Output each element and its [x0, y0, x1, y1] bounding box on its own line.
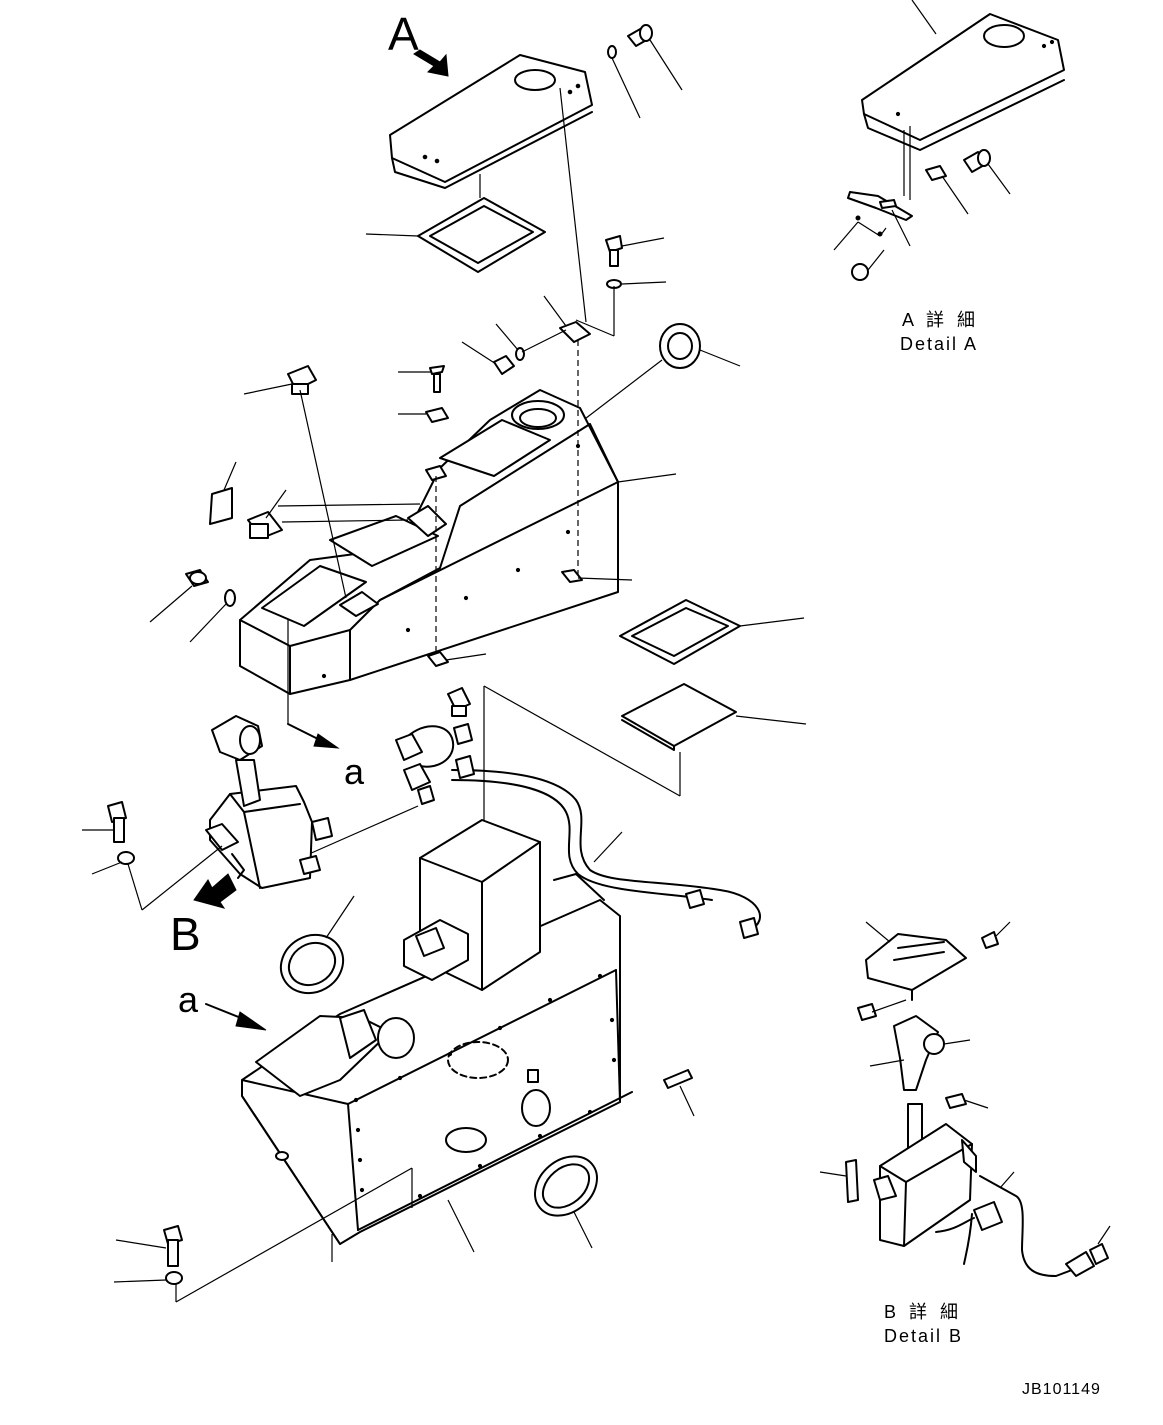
shift-lever-assembly: [205, 715, 333, 889]
wiring-harness: [299, 685, 761, 939]
lower-console-frame: [241, 819, 633, 1262]
frame-pin: [663, 1069, 695, 1117]
detail-a-label-en: Detail A: [900, 334, 978, 354]
console-housing: [239, 389, 677, 695]
ref-a-arrow-icon: [313, 733, 340, 749]
detail-a-parts: [833, 149, 1011, 281]
oval-gasket-upper: [279, 895, 355, 995]
detail-b-label-en: Detail B: [884, 1326, 963, 1346]
ref-a-lower-arrow-icon: [235, 1011, 267, 1031]
side-gasket-plate: [621, 683, 807, 751]
detail-b-label-jp: B 詳 細: [884, 1302, 962, 1322]
bolt-washer-set: [605, 235, 667, 289]
ref-a-upper: a: [344, 751, 365, 792]
console-screws: [398, 340, 633, 667]
detail-b-lever-gate: [857, 921, 1011, 1021]
detail-a-label-jp: A 詳 細: [902, 310, 979, 330]
view-a-marker: A: [388, 8, 419, 60]
oval-gasket-lower: [534, 1155, 598, 1249]
frame-bolt: [113, 1167, 413, 1303]
view-a-arrow-icon: [413, 49, 449, 77]
cover-gasket: [365, 174, 546, 273]
view-b-marker: B: [170, 908, 201, 960]
view-b-arrow-icon: [193, 873, 237, 909]
detail-b-lever-unit: [819, 1103, 1111, 1277]
drawing-number: JB101149: [1022, 1381, 1101, 1398]
detail-b-knob: [869, 1015, 989, 1109]
detail-a-cover: [861, 0, 1065, 200]
console-top-cover: [389, 54, 593, 189]
console-switches: [209, 365, 421, 599]
console-side-bolt: [149, 569, 236, 643]
bracket-nut: [461, 87, 615, 375]
ref-a-lower: a: [178, 979, 199, 1020]
side-gasket-frame: [619, 599, 805, 665]
lever-mount-bolt: [82, 801, 223, 911]
cover-bolt: [607, 24, 683, 119]
